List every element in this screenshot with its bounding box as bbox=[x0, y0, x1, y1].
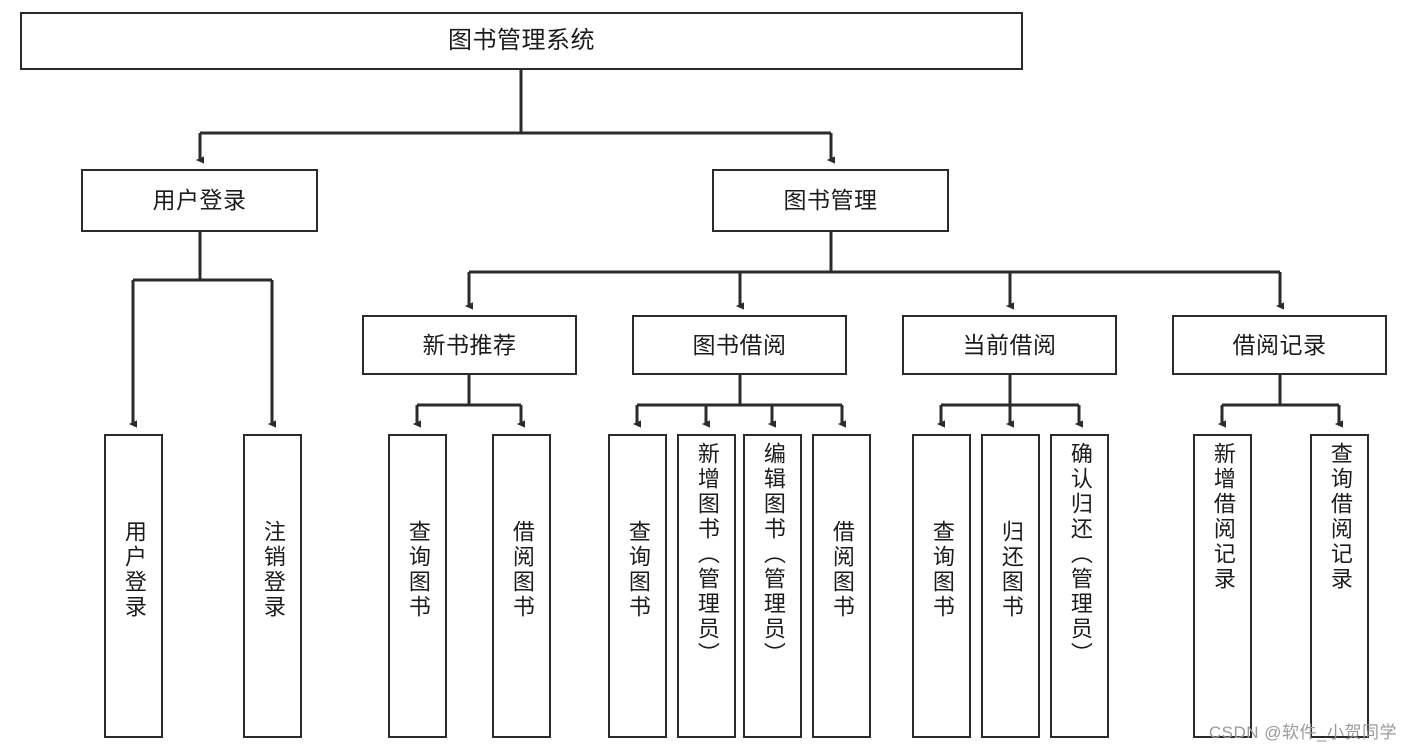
leaf-new-book-query[interactable]: 查询图书 bbox=[388, 434, 447, 738]
node-label: 图书管理 bbox=[783, 187, 878, 213]
leaf-current-confirm-return-admin[interactable]: 确认归还（管理员） bbox=[1050, 434, 1109, 738]
node-book-borrow[interactable]: 图书借阅 bbox=[632, 315, 847, 375]
node-label: 新书推荐 bbox=[422, 331, 517, 358]
node-label: 编辑图书（管理员） bbox=[760, 442, 786, 667]
node-label: 当前借阅 bbox=[962, 331, 1057, 358]
node-root-system[interactable]: 图书管理系统 bbox=[20, 12, 1023, 70]
node-label: 查询图书 bbox=[405, 520, 431, 620]
node-label: 归还图书 bbox=[998, 520, 1024, 620]
node-user-login[interactable]: 用户登录 bbox=[81, 169, 318, 232]
leaf-borrow-add-book-admin[interactable]: 新增图书（管理员） bbox=[677, 434, 736, 738]
node-label: 图书借阅 bbox=[692, 331, 787, 358]
leaf-current-return-book[interactable]: 归还图书 bbox=[981, 434, 1040, 738]
node-label: 新增图书（管理员） bbox=[694, 442, 720, 667]
leaf-user-login-logout[interactable]: 注销登录 bbox=[243, 434, 302, 738]
node-label: 用户登录 bbox=[121, 520, 147, 620]
node-label: 借阅图书 bbox=[509, 520, 535, 620]
node-new-book-recommend[interactable]: 新书推荐 bbox=[362, 315, 577, 375]
leaf-borrow-borrow-book[interactable]: 借阅图书 bbox=[812, 434, 871, 738]
node-current-borrow[interactable]: 当前借阅 bbox=[902, 315, 1117, 375]
leaf-borrow-edit-book-admin[interactable]: 编辑图书（管理员） bbox=[743, 434, 802, 738]
node-label: 注销登录 bbox=[260, 520, 286, 620]
node-label: 查询图书 bbox=[929, 520, 955, 620]
node-borrow-record[interactable]: 借阅记录 bbox=[1172, 315, 1387, 375]
leaf-new-book-borrow[interactable]: 借阅图书 bbox=[492, 434, 551, 738]
leaf-record-query[interactable]: 查询借阅记录 bbox=[1310, 434, 1369, 738]
node-label: 借阅图书 bbox=[829, 520, 855, 620]
leaf-borrow-query-book[interactable]: 查询图书 bbox=[608, 434, 667, 738]
leaf-user-login-login[interactable]: 用户登录 bbox=[104, 434, 163, 738]
node-label: 确认归还（管理员） bbox=[1067, 442, 1093, 667]
node-label: 查询图书 bbox=[625, 520, 651, 620]
node-label: 新增借阅记录 bbox=[1210, 442, 1236, 592]
node-book-management[interactable]: 图书管理 bbox=[712, 169, 949, 232]
node-label: 用户登录 bbox=[152, 187, 247, 213]
watermark-text: CSDN @软件_小贺同学 bbox=[1208, 723, 1397, 742]
node-label: 借阅记录 bbox=[1232, 331, 1327, 358]
leaf-current-query-book[interactable]: 查询图书 bbox=[912, 434, 971, 738]
leaf-record-add[interactable]: 新增借阅记录 bbox=[1193, 434, 1252, 738]
node-label: 图书管理系统 bbox=[448, 27, 595, 54]
node-label: 查询借阅记录 bbox=[1327, 442, 1353, 592]
